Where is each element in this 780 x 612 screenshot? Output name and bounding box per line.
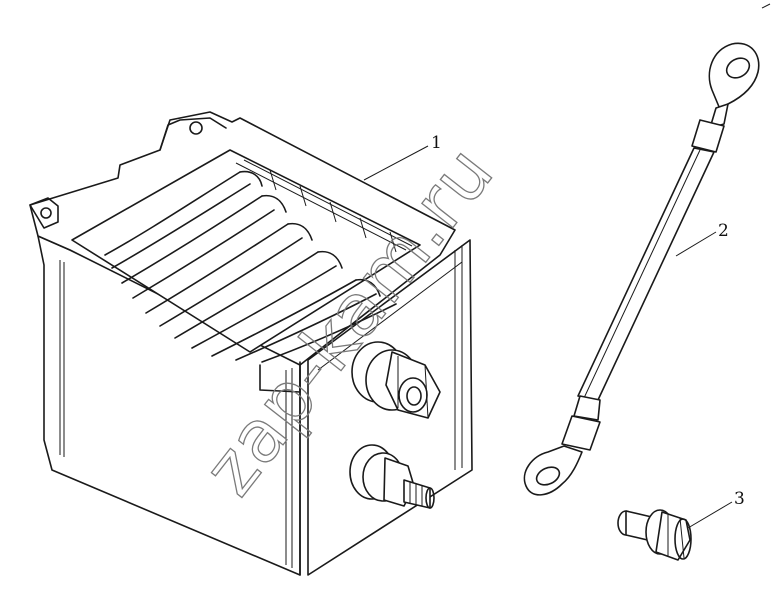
heater-box-icon — [29, 111, 473, 576]
callout-1: 1 — [431, 133, 442, 153]
outlet-fitting-icon — [351, 341, 441, 419]
flange-bolt-icon — [617, 509, 692, 561]
leader-line-2 — [675, 231, 717, 257]
leader-line-1 — [363, 145, 429, 181]
corner-mark — [761, 3, 771, 9]
heater-fins — [104, 154, 413, 363]
leader-line-3 — [687, 501, 733, 529]
terminal-stud-icon — [349, 444, 435, 509]
callout-3: 3 — [734, 489, 745, 509]
ground-cable-icon — [523, 42, 760, 496]
callout-2: 2 — [718, 221, 729, 241]
